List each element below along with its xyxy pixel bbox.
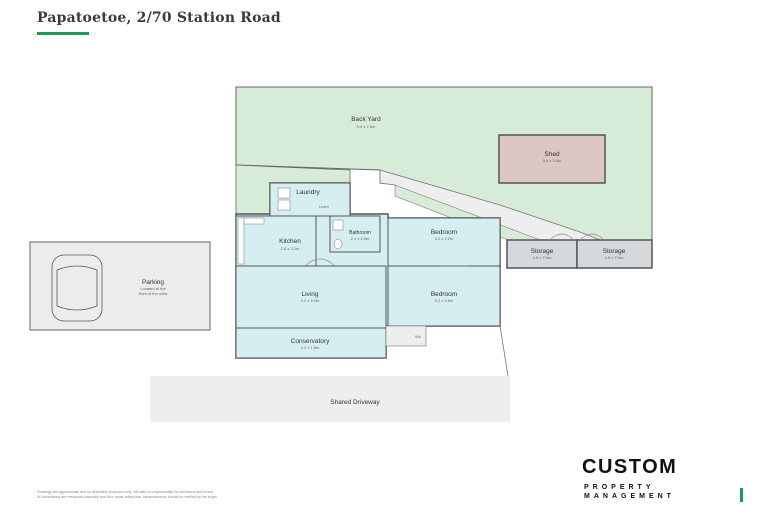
driveway-label: Shared Driveway [330,399,380,406]
bathroom-label: Bathroom [349,230,371,236]
conservatory-area [235,327,387,359]
car-icon [51,254,103,322]
kitchen-top-bench [243,217,265,225]
brand-sub-line-2: MANAGEMENT [584,493,675,500]
parking-area [29,241,211,331]
brand-logo: CUSTOM [582,456,678,478]
back-yard-dim: 9.4 x 7.0m [357,124,376,129]
living-area [235,265,387,329]
shed-dim: 3.0 x 3.0m [543,158,562,163]
page-title: Papatoetoe, 2/70 Station Road [37,10,281,26]
disclaimer-line-1: Drawings are approximate and for illustr… [37,490,214,494]
brand-accent-bar [740,488,743,502]
linen-label: Linen [319,204,329,209]
living-label: Living [302,291,319,298]
conservatory-dim: 4.2 x 1.8m [301,345,320,350]
bedroom-dim-1: 3.2 x 2.2m [435,236,454,241]
shed-label: Shed [544,151,560,158]
kitchen-area [235,215,317,267]
bedroom-area-1 [387,217,501,267]
kitchen-bench [237,217,245,265]
storage-door-arc-2 [579,233,605,241]
title-underline [37,32,89,35]
parking-dim-2: front of the units [139,291,168,296]
storage-area-1 [506,239,578,269]
dryer-icon [277,199,291,211]
shed-area [498,134,606,184]
bathroom-dim: 2.1 x 2.0m [351,236,370,241]
parking-label: Parking [142,279,164,286]
driveway-area [150,376,510,422]
bedroom-dim-2: 3.2 x 2.8m [435,298,454,303]
disclaimer-line-2: All dimensions are measured internally a… [37,495,218,499]
brand-sub-line-1: PROPERTY [584,484,655,491]
storage-label-1: Storage [531,248,554,255]
storage-label-2: Storage [603,248,626,255]
washer-icon [277,187,291,199]
brand-subtitle: PROPERTY MANAGEMENT [584,483,675,501]
back-yard-label: Back Yard [351,116,381,123]
basin-icon [332,219,344,231]
storage-area-2 [576,239,653,269]
bedroom-area-2 [387,265,501,327]
laundry-label: Laundry [296,189,320,196]
porch-area [385,325,427,347]
kitchen-dim: 2.8 x 3.2m [281,246,300,251]
conservatory-label: Conservatory [291,338,330,345]
kitchen-label: Kitchen [279,238,301,245]
wc-label: Wc [415,334,421,339]
living-door-arc [304,258,336,267]
storage-dim-2: 1.8 x 2.0m [605,255,624,260]
bedroom-label-1: Bedroom [431,229,457,236]
boundary-line [499,325,509,377]
bedroom-label-2: Bedroom [431,291,457,298]
toilet-icon [333,238,343,250]
storage-dim-1: 1.8 x 2.0m [533,255,552,260]
storage-door-arc [549,233,575,241]
parking-dim-1: Located at the [140,286,166,291]
living-dim: 4.2 x 5.4m [301,298,320,303]
disclaimer: Drawings are approximate and for illustr… [37,490,397,500]
